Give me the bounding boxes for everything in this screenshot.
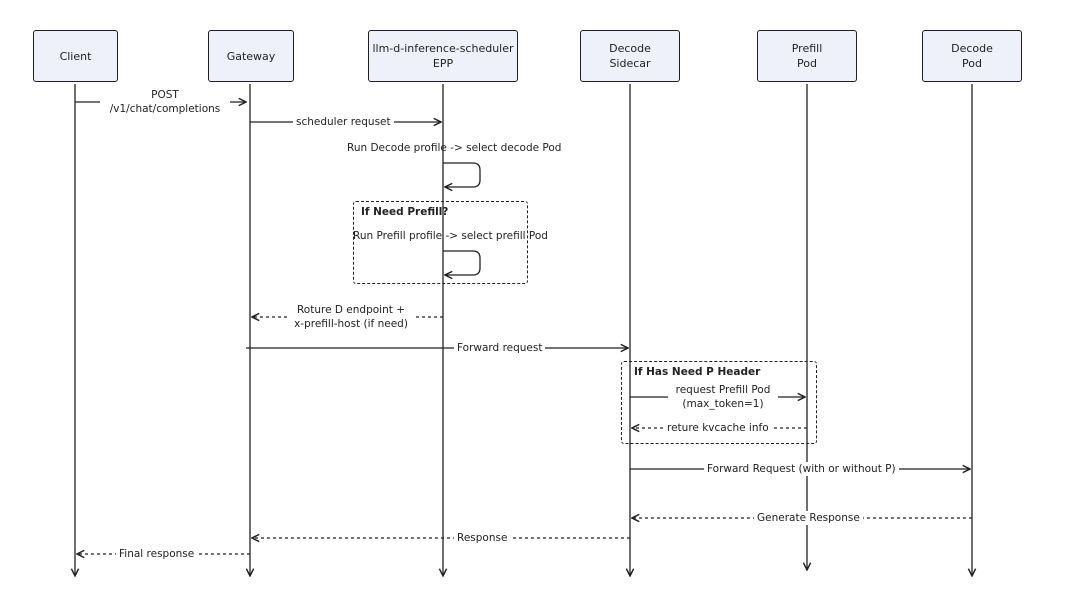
- participant-label: Gateway: [226, 49, 276, 63]
- message-post-line1: POST: [151, 89, 179, 101]
- participant-label: Decode: [951, 42, 993, 55]
- arrow-self-prefill: [443, 250, 481, 275]
- message-return-d: Roture D endpoint + x-prefill-host (if n…: [288, 303, 414, 331]
- message-forward-p: Forward Request (with or without P): [704, 462, 899, 476]
- message-post: POST /v1/chat/completions: [100, 88, 230, 116]
- message-scheduler-request: scheduler requset: [293, 115, 394, 129]
- participant-sublabel: EPP: [432, 57, 454, 70]
- arrow-self-decode: [443, 162, 481, 187]
- participant-label: Decode: [609, 42, 651, 55]
- message-run-decode: Run Decode profile -> select decode Pod: [347, 142, 562, 154]
- message-request-prefill: request Prefill Pod (max_token=1): [668, 383, 778, 411]
- message-post-line2: /v1/chat/completions: [109, 103, 221, 115]
- participant-gateway: Gateway: [208, 30, 294, 82]
- message-final-response: Final response: [116, 547, 198, 561]
- group-title-has-p-header: If Has Need P Header: [634, 366, 761, 378]
- participant-client: Client: [33, 30, 118, 82]
- participant-epp: llm-d-inference-scheduler EPP: [368, 30, 518, 82]
- group-has-p-header: [621, 361, 817, 444]
- message-request-prefill-line1: request Prefill Pod: [675, 384, 771, 396]
- message-return-kv: reture kvcache info: [664, 421, 772, 435]
- group-title-need-prefill: If Need Prefill?: [361, 206, 449, 218]
- participant-label: Client: [59, 49, 92, 63]
- message-run-prefill: Run Prefill profile -> select prefill Po…: [353, 230, 548, 242]
- participant-label: llm-d-inference-scheduler: [372, 42, 514, 55]
- group-need-prefill: [353, 201, 528, 284]
- message-request-prefill-line2: (max_token=1): [682, 398, 764, 410]
- message-generate-response: Generate Response: [754, 511, 863, 525]
- participant-sublabel: Pod: [797, 57, 817, 70]
- message-return-d-line1: Roture D endpoint +: [296, 304, 406, 316]
- message-response: Response: [454, 531, 511, 545]
- message-forward-request: Forward request: [454, 341, 546, 355]
- message-return-d-line2: x-prefill-host (if need): [294, 318, 408, 330]
- participant-decode-pod: Decode Pod: [922, 30, 1022, 82]
- participant-label: Prefill: [791, 42, 823, 55]
- participant-sublabel: Pod: [962, 57, 982, 70]
- participant-decode-sidecar: Decode Sidecar: [580, 30, 680, 82]
- participant-sublabel: Sidecar: [609, 57, 651, 70]
- participant-prefill-pod: Prefill Pod: [757, 30, 857, 82]
